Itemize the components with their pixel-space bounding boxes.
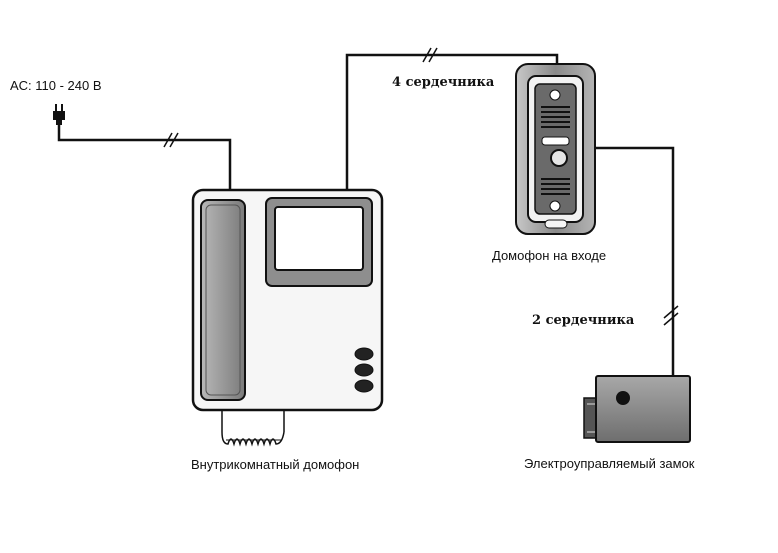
wire-break-icon [663,305,679,326]
power-plug-icon [53,104,65,125]
electric-lock-label: Электроуправляемый замок [524,456,695,471]
call-button [354,363,374,377]
electric-lock [583,375,691,443]
call-button [354,347,374,361]
call-button [354,379,374,393]
wire-break-icon [163,132,179,148]
power-cable [57,125,232,192]
handset [200,199,246,401]
cable-4-core [345,53,559,192]
door-station [515,63,596,235]
indoor-monitor [191,188,384,447]
cable-2-core [595,146,675,375]
door-station-label: Домофон на входе [492,248,607,263]
cable-4-core-label: 4 сердечника [392,75,495,90]
speaker-grille [541,178,570,195]
coiled-cord [221,410,285,447]
camera-lens-icon [550,149,568,167]
indoor-monitor-label: Внутрикомнатный домофон [191,457,360,472]
cable-2-core-label: 2 сердечника [532,313,635,328]
wire-break-icon [422,47,438,63]
call-button [544,219,568,229]
power-supply-label: AC: 110 - 240 В [10,78,102,93]
speaker-grille [541,106,570,128]
